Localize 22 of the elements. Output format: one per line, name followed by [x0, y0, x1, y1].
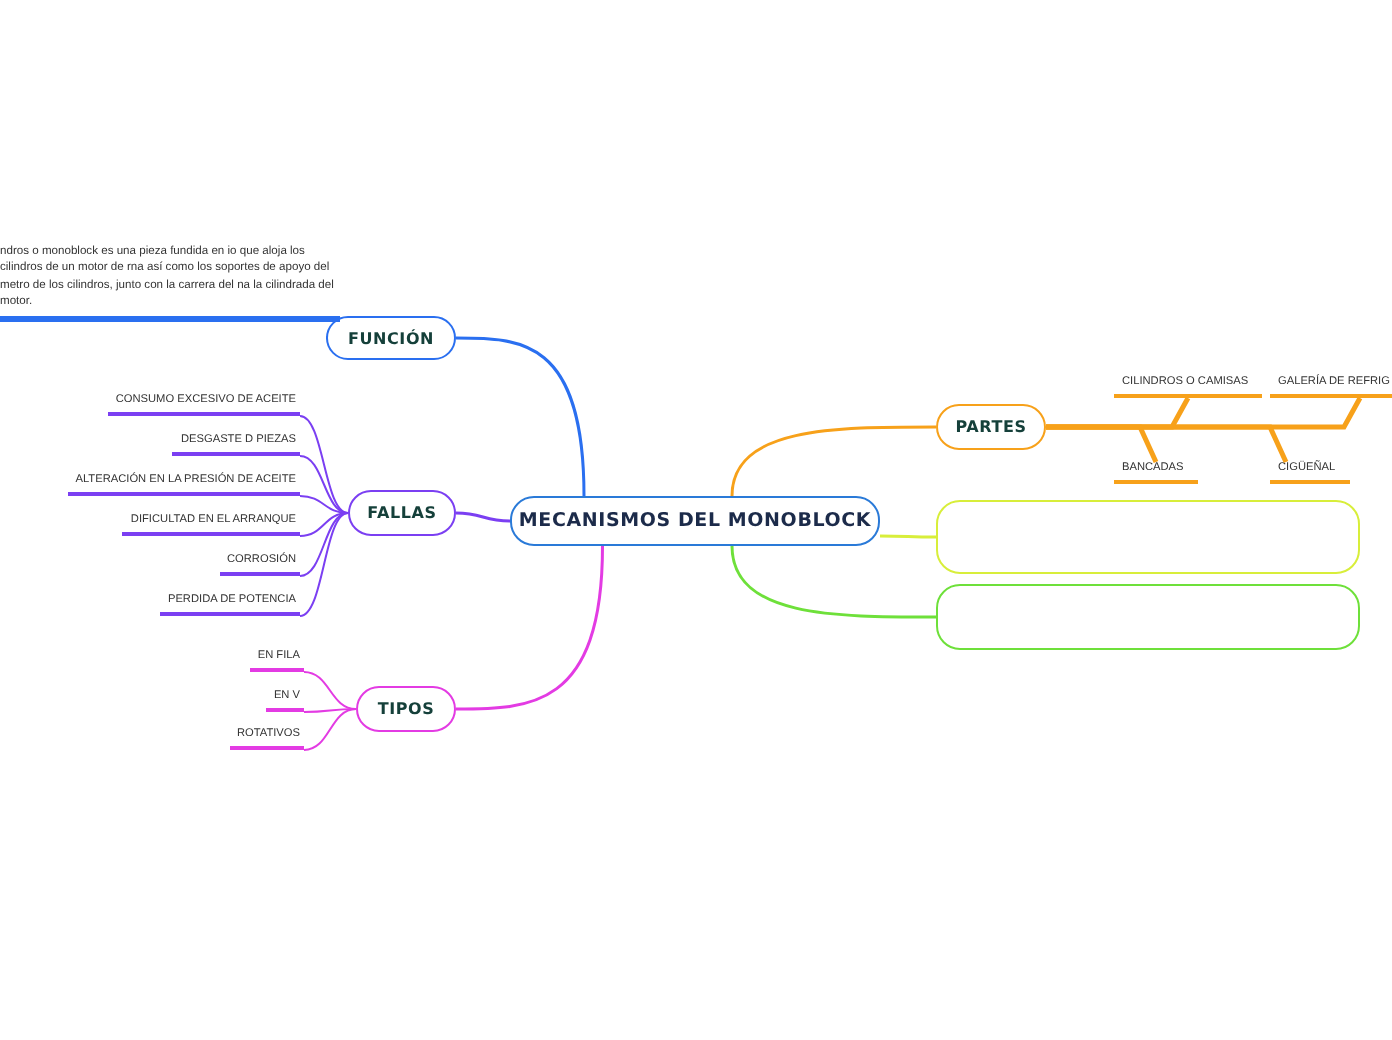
connector-line [299, 415, 349, 514]
connector-line [303, 671, 357, 710]
connector-line [299, 512, 349, 617]
central-topic-box: MECANISMOS DEL MONOBLOCK [510, 496, 880, 546]
connector-line [456, 336, 586, 497]
topic-box: FALLAS [348, 490, 456, 536]
topic-box: FUNCIÓN [326, 316, 456, 360]
connector-line [303, 708, 357, 751]
connector-line [299, 512, 349, 537]
connector-line [880, 534, 936, 539]
topic-box: TIPOS [356, 686, 456, 732]
connector-line [299, 512, 349, 577]
connector-line [303, 708, 357, 713]
connector-line [730, 545, 936, 619]
topic-box: PARTES [936, 404, 1046, 450]
empty-box [936, 584, 1360, 650]
connector-line [730, 425, 936, 497]
empty-box [936, 500, 1360, 574]
connector-line [299, 455, 349, 514]
connector-line [455, 511, 511, 523]
connector-line [456, 545, 604, 711]
connector-line [1046, 424, 1289, 464]
